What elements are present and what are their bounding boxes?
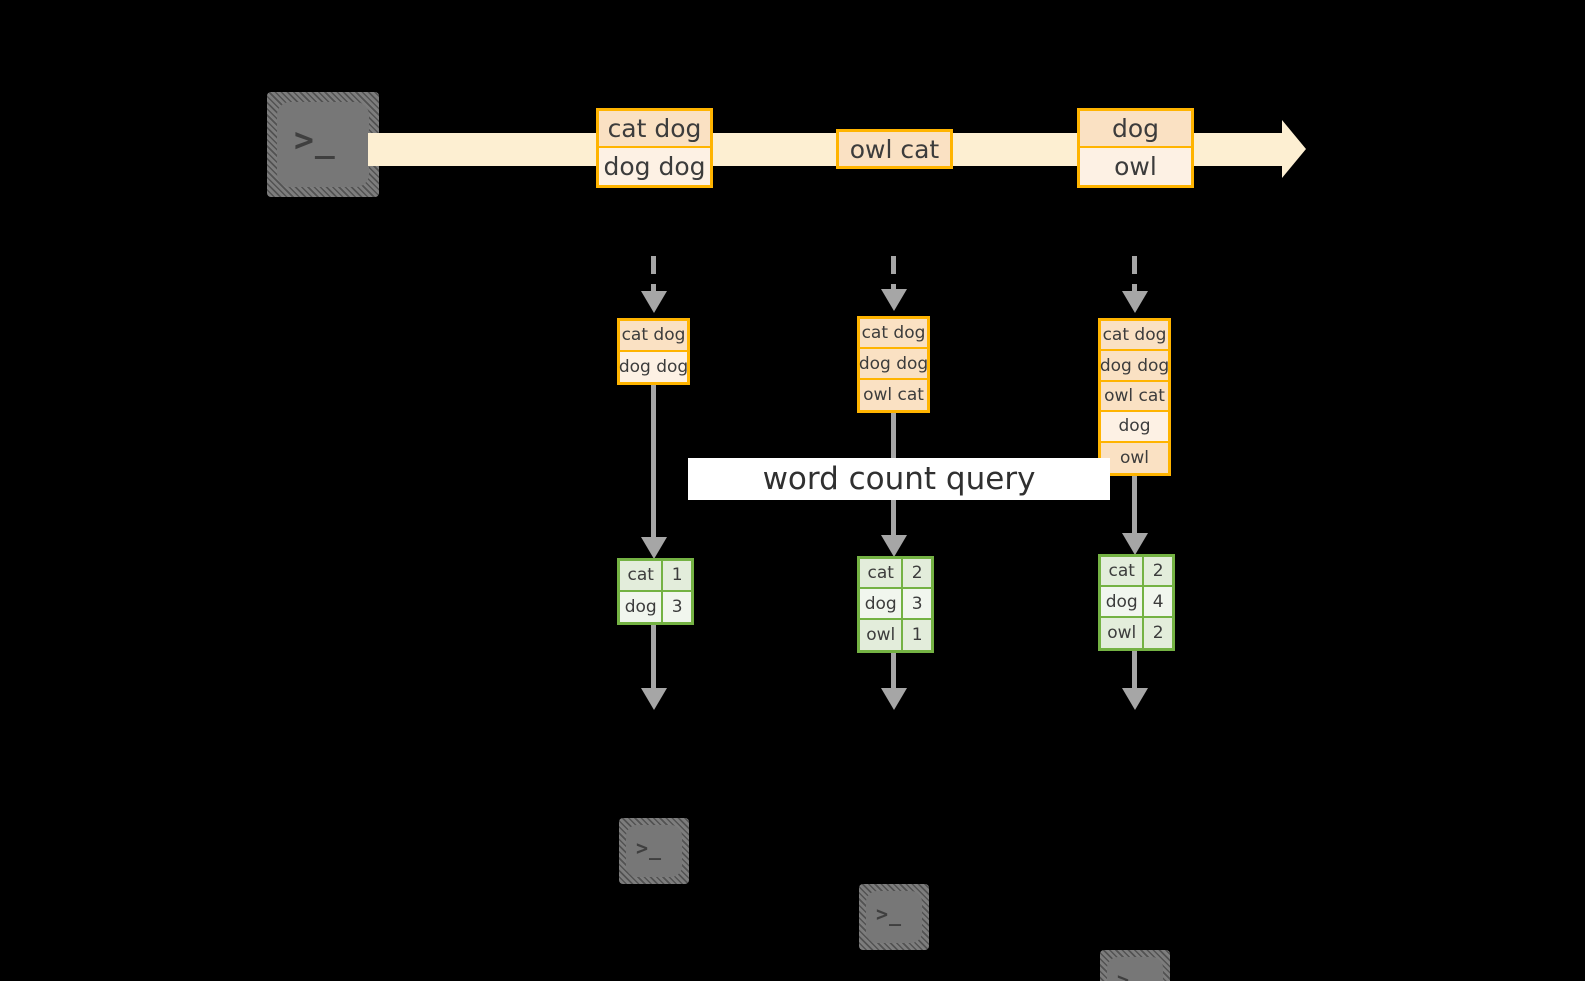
result-word: cat bbox=[1101, 557, 1145, 586]
query-label-text: word count query bbox=[762, 461, 1036, 497]
trigger-1-query-connector bbox=[651, 385, 656, 540]
trigger-3-result-table: cat 2 dog 4 owl 2 bbox=[1098, 554, 1175, 651]
input-row: cat dog bbox=[1101, 321, 1168, 352]
result-word: cat bbox=[620, 561, 664, 590]
stream-event-batch-1: cat dog dog dog bbox=[596, 108, 713, 188]
stream-arrow-head bbox=[1282, 120, 1306, 178]
input-row: dog dog bbox=[619, 351, 688, 382]
stream-event-line: dog dog bbox=[599, 148, 710, 185]
stream-event-batch-3: dog owl bbox=[1077, 108, 1194, 188]
input-row: cat dog bbox=[860, 319, 927, 350]
trigger-2-sink-terminal-icon: >_ bbox=[859, 884, 929, 950]
terminal-prompt-glyph: >_ bbox=[876, 902, 903, 926]
result-word: dog bbox=[860, 589, 904, 618]
stream-event-line: cat dog bbox=[599, 111, 710, 149]
trigger-3-sink-terminal-icon: >_ bbox=[1100, 950, 1170, 981]
trigger-1-sink-terminal-icon: >_ bbox=[619, 818, 689, 884]
result-row: owl 2 bbox=[1101, 617, 1172, 649]
result-count: 2 bbox=[903, 559, 931, 588]
result-row: owl 1 bbox=[860, 619, 931, 651]
trigger-3-sink-connector bbox=[1132, 651, 1137, 690]
trigger-3-query-connector bbox=[1132, 476, 1137, 536]
result-word: owl bbox=[860, 619, 904, 651]
stream-event-line: owl bbox=[1080, 148, 1191, 185]
result-word: dog bbox=[1101, 587, 1145, 616]
terminal-prompt-glyph: >_ bbox=[636, 836, 663, 860]
result-count: 3 bbox=[663, 591, 691, 622]
trigger-1-input-table: cat dog dog dog bbox=[617, 318, 690, 385]
trigger-2-sink-arrowhead bbox=[881, 688, 907, 710]
stream-event-line: dog bbox=[1080, 111, 1191, 149]
trigger-1-result-table: cat 1 dog 3 bbox=[617, 558, 694, 625]
result-row: dog 3 bbox=[620, 591, 691, 622]
stream-source-terminal-icon: >_ bbox=[267, 92, 379, 197]
terminal-screen bbox=[866, 891, 922, 943]
trigger-1-dashed-arrowhead bbox=[641, 291, 667, 313]
trigger-2-dashed-arrowhead bbox=[881, 289, 907, 311]
result-count: 1 bbox=[903, 619, 931, 651]
trigger-3-input-table: cat dog dog dog owl cat dog owl bbox=[1098, 318, 1171, 476]
result-row: dog 4 bbox=[1101, 587, 1172, 618]
trigger-1-dashed-connector bbox=[651, 256, 656, 292]
result-word: cat bbox=[860, 559, 904, 588]
input-row: cat dog bbox=[620, 321, 687, 352]
result-word: dog bbox=[620, 591, 664, 622]
trigger-2-result-table: cat 2 dog 3 owl 1 bbox=[857, 556, 934, 653]
result-count: 1 bbox=[663, 561, 691, 590]
result-count: 2 bbox=[1144, 617, 1172, 649]
trigger-3-sink-arrowhead bbox=[1122, 688, 1148, 710]
trigger-1-query-arrowhead bbox=[641, 537, 667, 559]
result-count: 3 bbox=[903, 589, 931, 618]
trigger-2-dashed-connector bbox=[891, 256, 896, 290]
terminal-screen bbox=[277, 102, 369, 187]
input-row: owl cat bbox=[1101, 381, 1168, 413]
terminal-screen bbox=[1107, 957, 1163, 981]
input-row: dog dog bbox=[859, 349, 928, 380]
result-word: owl bbox=[1101, 617, 1145, 649]
input-row: dog dog bbox=[1100, 351, 1169, 382]
result-count: 4 bbox=[1144, 587, 1172, 616]
input-row: dog bbox=[1101, 412, 1168, 443]
trigger-1-sink-arrowhead bbox=[641, 688, 667, 710]
result-row: cat 2 bbox=[860, 559, 931, 590]
terminal-prompt-glyph: >_ bbox=[294, 120, 336, 159]
result-count: 2 bbox=[1144, 557, 1172, 586]
trigger-1-sink-connector bbox=[651, 625, 656, 690]
trigger-3-query-arrowhead bbox=[1122, 533, 1148, 555]
trigger-3-dashed-connector bbox=[1132, 256, 1137, 292]
terminal-prompt-glyph: >_ bbox=[1117, 968, 1144, 981]
trigger-3-dashed-arrowhead bbox=[1122, 291, 1148, 313]
trigger-2-input-table: cat dog dog dog owl cat bbox=[857, 316, 930, 413]
query-label: word count query bbox=[688, 458, 1110, 500]
trigger-2-query-arrowhead bbox=[881, 535, 907, 557]
trigger-2-sink-connector bbox=[891, 653, 896, 690]
input-row: owl cat bbox=[860, 379, 927, 411]
result-row: cat 1 bbox=[620, 561, 691, 592]
result-row: dog 3 bbox=[860, 589, 931, 620]
stream-event-line: owl cat bbox=[839, 132, 950, 166]
input-row: owl bbox=[1101, 442, 1168, 474]
terminal-screen bbox=[626, 825, 682, 877]
result-row: cat 2 bbox=[1101, 557, 1172, 588]
stream-event-batch-2: owl cat bbox=[836, 129, 953, 169]
